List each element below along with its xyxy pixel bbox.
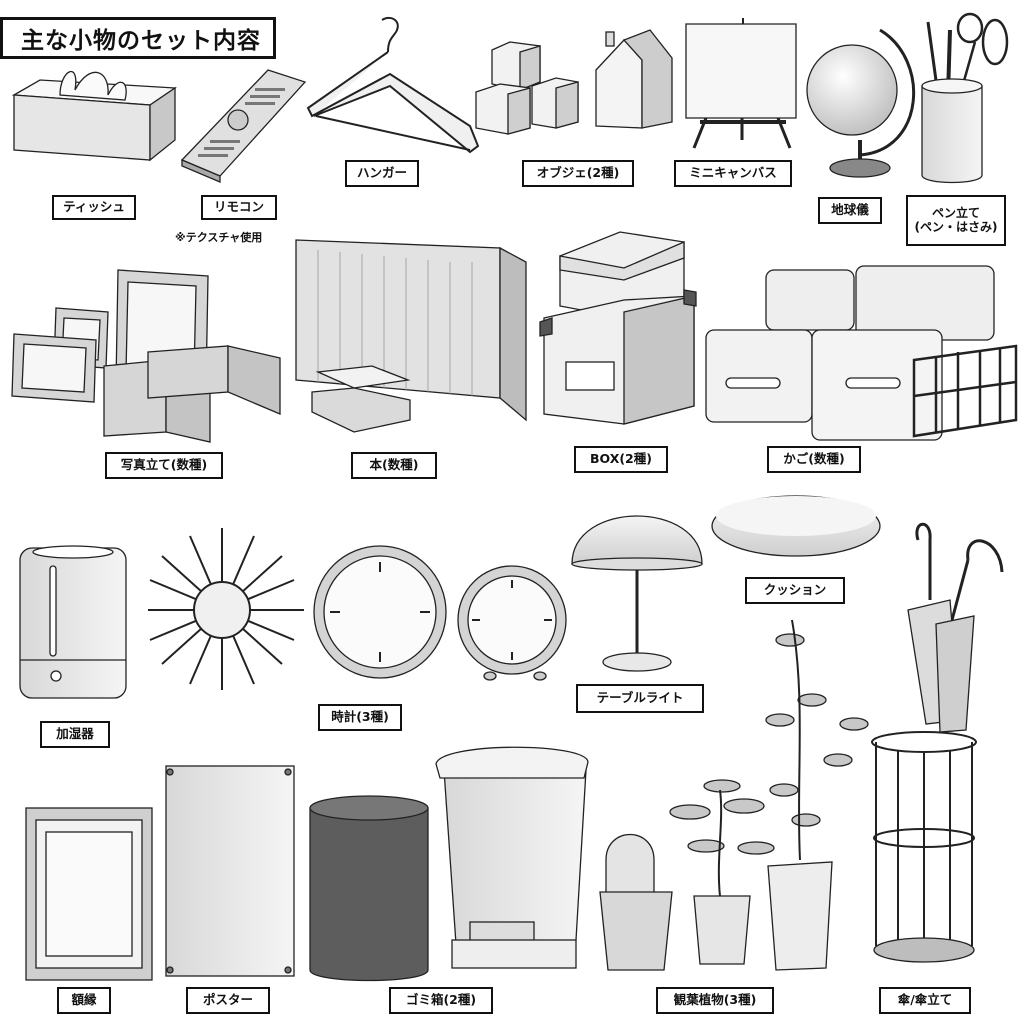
table-lamp-icon [571,515,703,672]
label-books: 本(数種) [351,452,437,479]
house-plants-icon [599,619,869,971]
label-trash-can: ゴミ箱(2種) [389,987,493,1014]
remote-control-icon [180,69,307,183]
label-poster: ポスター [186,987,270,1014]
label-tissue: ティッシュ [52,195,136,220]
label-table-lamp: テーブルライト [576,684,704,713]
cushion-icon [711,495,881,557]
label-basket: かご(数種) [767,446,861,473]
tissue-box-icon [11,70,177,162]
label-objet: オブジェ(2種) [522,160,634,187]
label-pen-stand: ペン立て (ペン・はさみ) [906,195,1006,246]
label-globe: 地球儀 [818,197,882,224]
label-remote: リモコン [201,195,277,220]
globe-icon [806,28,916,178]
books-icon [295,239,527,433]
label-box: BOX(2種) [574,446,668,473]
picture-frame-icon [25,807,153,981]
umbrella-stand-icon [871,522,1004,963]
basket-icon [705,265,1018,441]
label-photo-stand: 写真立て(数種) [105,452,223,479]
label-hanger: ハンガー [345,160,419,187]
mini-canvas-icon [685,18,797,149]
label-clock: 時計(3種) [318,704,402,731]
label-humidifier: 加湿器 [40,721,110,748]
poster-icon [165,765,295,977]
photo-stand-icon [11,269,281,443]
hanger-icon [306,16,480,154]
trash-can-icon [309,746,589,982]
label-mini-canvas: ミニキャンバス [674,160,792,187]
label-picture-frame: 額縁 [57,987,111,1014]
label-remote-note: ※テクスチャ使用 [175,231,263,244]
label-pen-stand-line2: (ペン・はさみ) [914,219,998,234]
label-pen-stand-line1: ペン立て [931,205,980,220]
objet-icon [475,29,673,135]
label-umbrella: 傘/傘立て [879,987,971,1014]
clock-icon [313,545,567,681]
label-house-plants: 観葉植物(3種) [656,987,774,1014]
page-title: 主な小物のセット内容 [0,17,276,59]
humidifier-icon [19,545,127,699]
wall-clock-sunburst-icon [148,528,304,690]
storage-box-icon [539,231,697,425]
pen-stand-icon [921,12,1009,184]
label-cushion: クッション [745,577,845,604]
